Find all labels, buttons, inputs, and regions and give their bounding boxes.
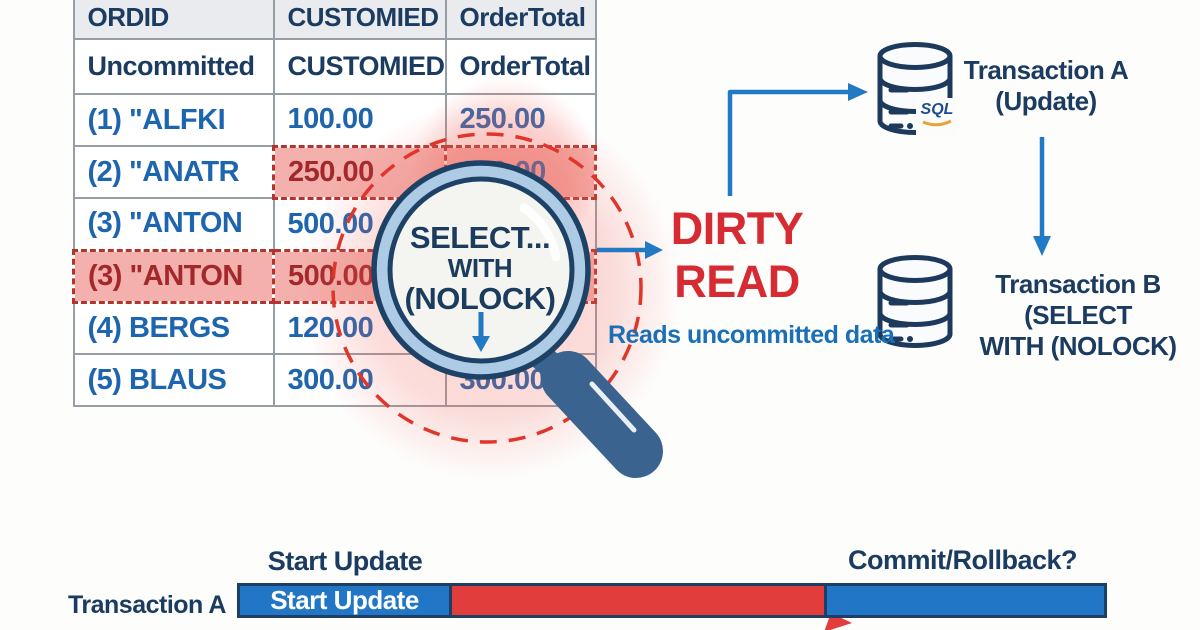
query-line-nolock: (NOLOCK)	[404, 281, 556, 316]
query-line-with: WITH	[447, 253, 513, 283]
nolock-query-label: SELECT... WITH (NOLOCK)	[388, 221, 572, 315]
sql-badge-label: SQL	[920, 101, 954, 118]
database-icon-transaction-b	[877, 255, 953, 348]
transaction-b-action-line2: WITH (NOLOCK)	[979, 331, 1177, 361]
transaction-b-label: Transaction B (SELECT WITH (NOLOCK)	[958, 269, 1198, 362]
cell-ordid: (3) "ANTON	[72, 197, 275, 251]
cell-amount: 100.00	[272, 93, 447, 147]
timeline-commit-rollback-label: Commit/Rollback?	[847, 545, 1078, 575]
transaction-b-name: Transaction B	[995, 269, 1161, 299]
cell-ordertotal: OrderTotal	[444, 38, 597, 95]
timeline-segment-commit	[824, 586, 1104, 615]
transaction-a-timeline-bar: Start Update	[237, 583, 1107, 618]
transaction-a-action: (Update)	[995, 86, 1097, 116]
column-header-ordertotal: OrderTotal	[444, 0, 597, 40]
transaction-a-name: Transaction A	[963, 55, 1129, 85]
cell-ordid: (5) BLAUS	[72, 353, 275, 407]
cell-customied: CUSTOMIED	[272, 38, 447, 95]
sql-server-badge: SQL	[916, 98, 958, 138]
arrow-to-transaction-a	[727, 83, 868, 196]
table-header-row: ORDID CUSTOMIED OrderTotal	[72, 0, 597, 40]
transaction-a-label: Transaction A (Update)	[946, 55, 1146, 117]
cell-ordid: (1) "ALFKI	[72, 93, 275, 147]
column-header-customied: CUSTOMIED	[272, 0, 447, 40]
cell-total-highlighted: 250.00	[444, 144, 598, 200]
cell-ordid-highlighted: (3) "ANTON	[72, 248, 275, 304]
cell-ordid: (2) "ANATR	[72, 145, 275, 199]
timeline-segment-start-update: Start Update	[240, 585, 452, 615]
orders-table: ORDID CUSTOMIED OrderTotal Uncommitted C…	[72, 0, 598, 407]
table-row-alfki: (1) "ALFKI 100.00 250.00	[72, 93, 597, 147]
cell-total: 250.00	[444, 93, 597, 147]
timeline-row-label: Transaction A	[68, 591, 226, 619]
cell-total: 300.00	[444, 353, 597, 407]
dirty-word: DIRTY	[670, 203, 804, 254]
sql-badge-swoosh-icon	[922, 119, 952, 127]
table-row-anatr: (2) "ANATR 250.00 250.00	[72, 144, 598, 200]
column-header-ordid: ORDID	[72, 0, 275, 40]
cell-amount: 300.00	[272, 353, 447, 407]
cell-ordid: (4) BERGS	[72, 301, 275, 355]
transaction-b-action-line1: (SELECT	[1024, 300, 1132, 330]
dirty-read-caption: Reads uncommitted data	[608, 321, 895, 349]
cell-uncommitted: Uncommitted	[72, 38, 275, 95]
timeline-segment-uncommitted	[452, 586, 824, 615]
dirty-read-title: DIRTY READ	[637, 202, 837, 308]
table-subheader-row: Uncommitted CUSTOMIED OrderTotal	[72, 38, 597, 95]
timeline-start-update-label: Start Update	[267, 546, 423, 576]
read-word: READ	[674, 256, 800, 307]
cell-amount-highlighted: 250.00	[271, 144, 448, 200]
query-line-select: SELECT...	[409, 220, 551, 255]
arrow-a-to-b	[1033, 137, 1051, 256]
table-row-blaus: (5) BLAUS 300.00 300.00	[72, 353, 597, 407]
